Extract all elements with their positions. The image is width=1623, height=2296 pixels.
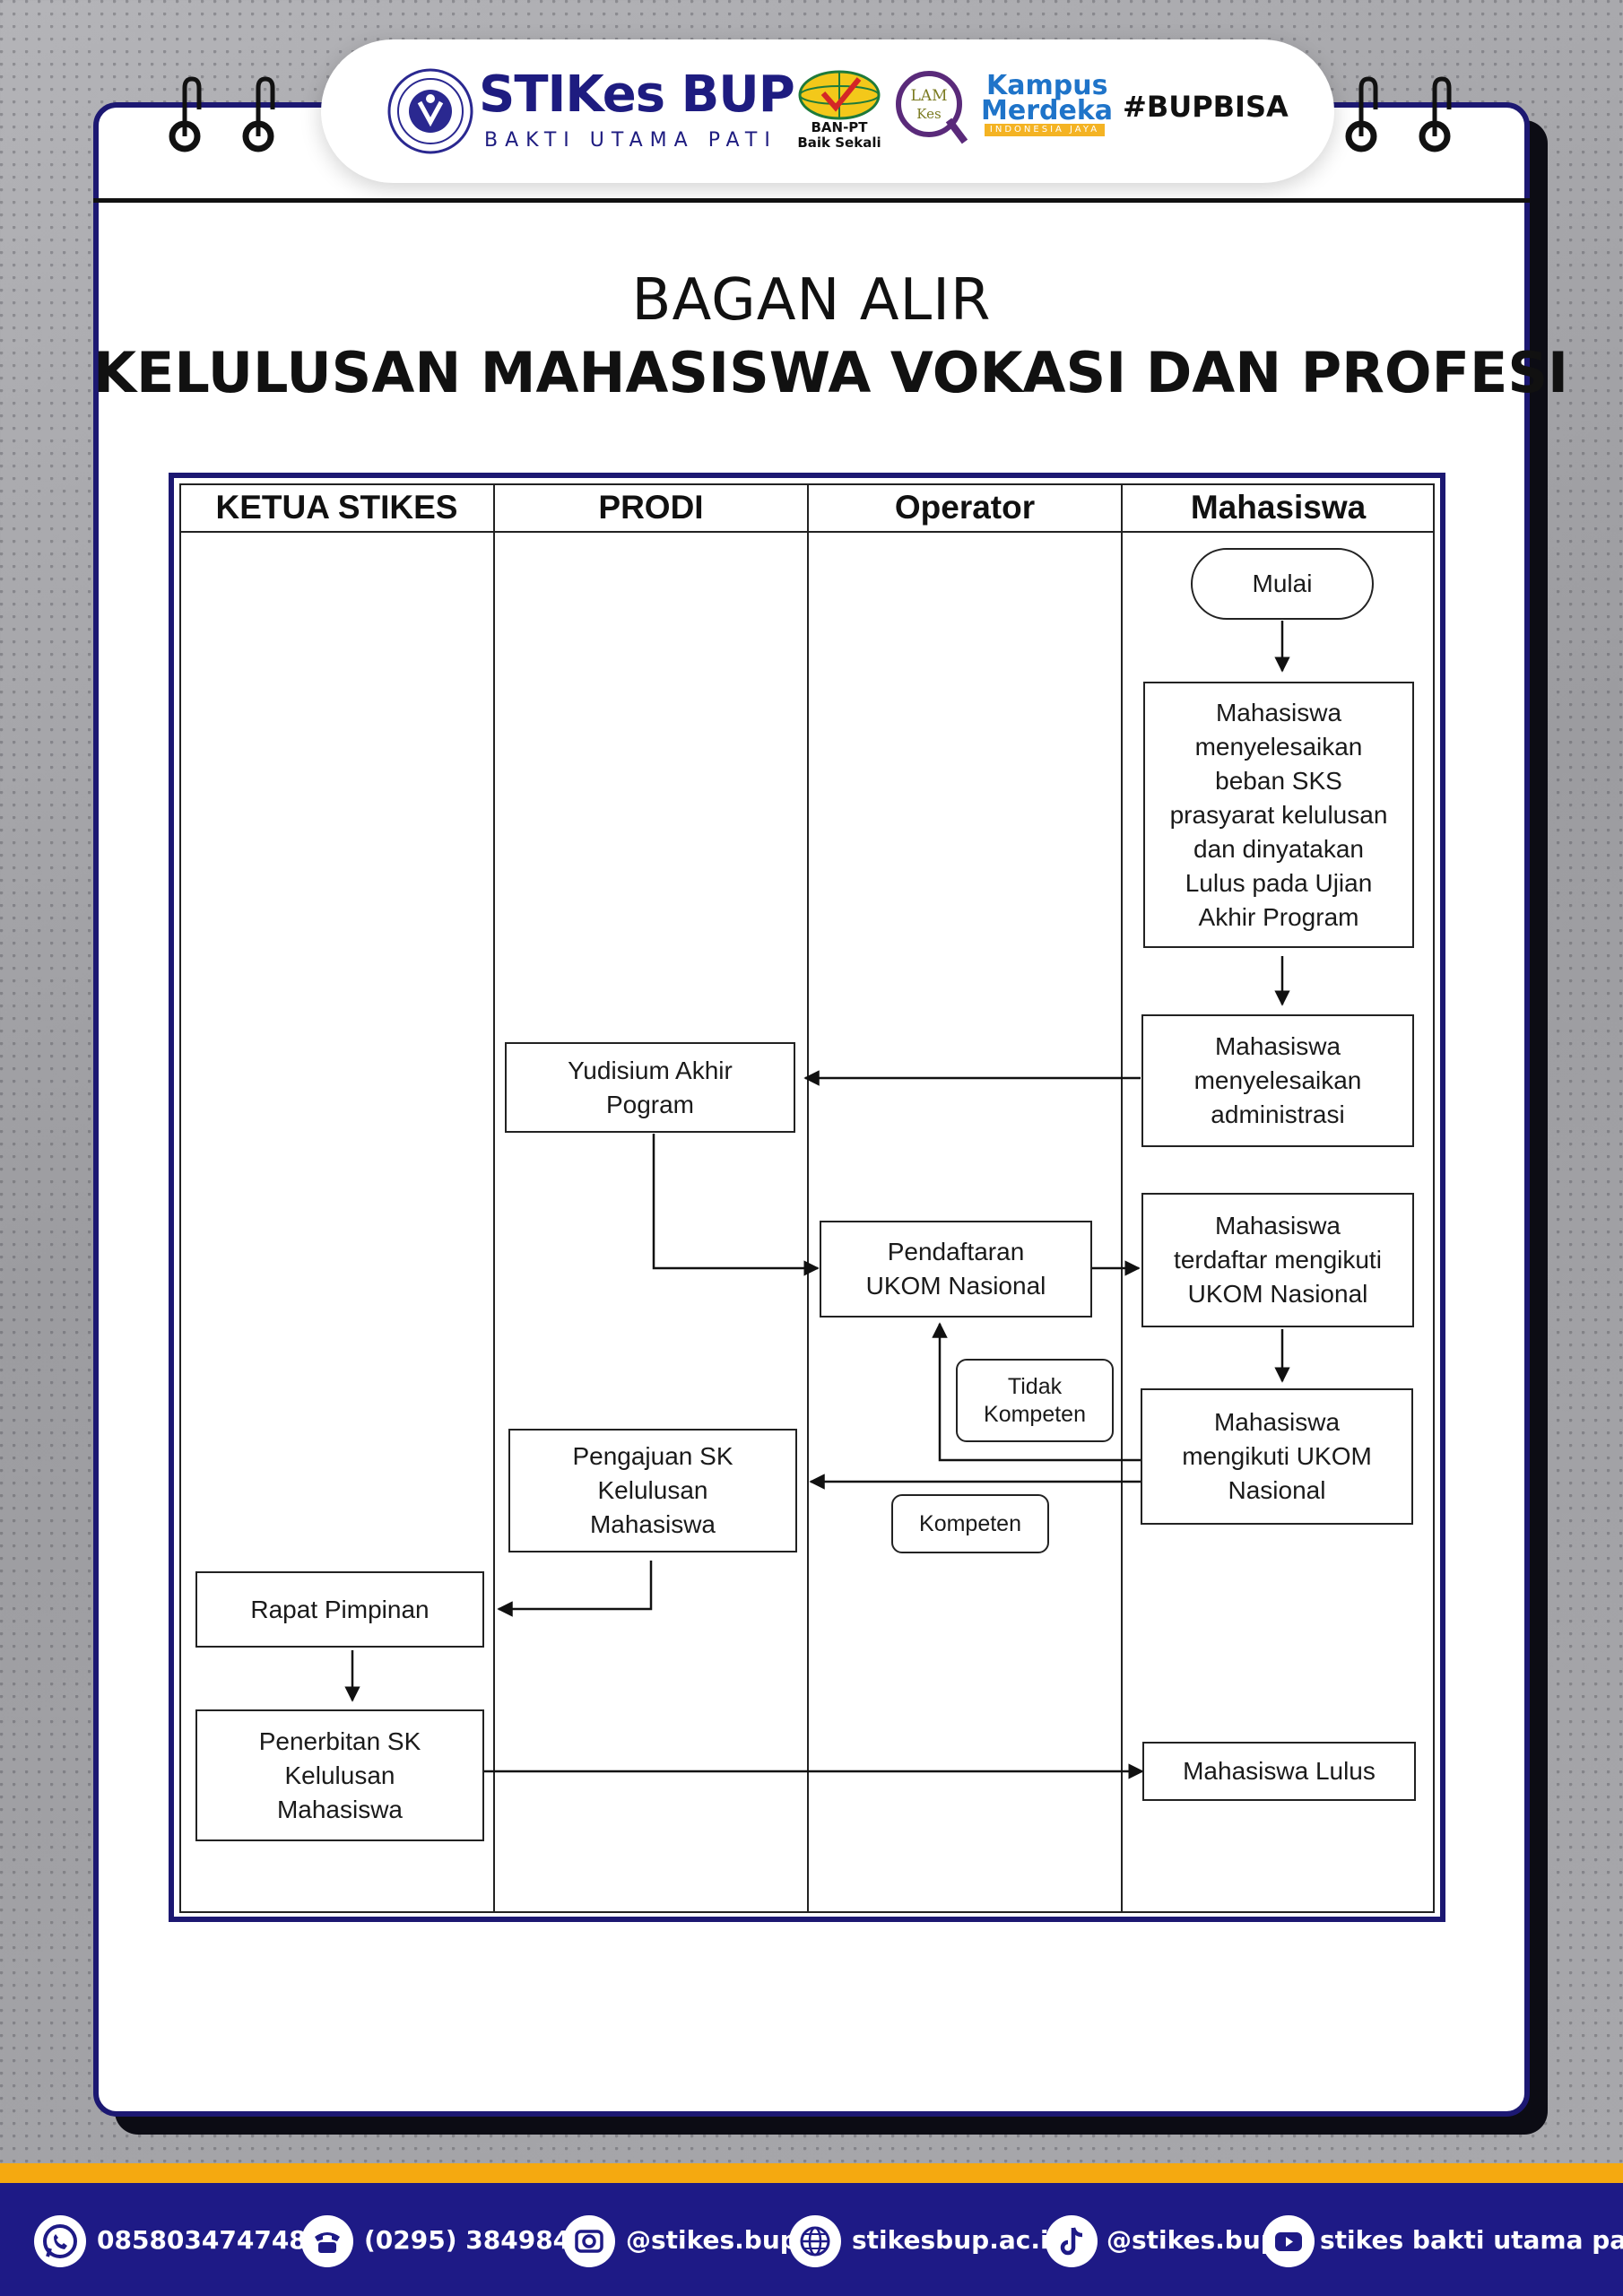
node-rapat-pimpinan: Rapat Pimpinan: [195, 1571, 484, 1648]
node-line: Mulai: [1252, 570, 1313, 597]
node-tidak-kompeten: Tidak Kompeten: [956, 1359, 1114, 1442]
banpt-globe-icon: [798, 70, 881, 120]
svg-text:LAM: LAM: [911, 87, 948, 105]
lane-header-operator: Operator: [894, 489, 1036, 526]
footer-phone[interactable]: (0295) 384984: [364, 2225, 571, 2255]
node-line: mengikuti UKOM: [1182, 1442, 1372, 1470]
banpt-name: BAN-PT: [811, 119, 868, 135]
footer-whatsapp[interactable]: 085803474748: [97, 2225, 307, 2255]
node-line: Kelulusan: [597, 1476, 708, 1504]
lane-header-prodi: PRODI: [598, 489, 704, 526]
node-mulai: Mulai: [1191, 548, 1374, 620]
node-kompeten: Kompeten: [891, 1494, 1049, 1553]
node-line: Kompeten: [919, 1510, 1021, 1536]
node-pendaftaran-ukom: Pendaftaran UKOM Nasional: [820, 1221, 1092, 1318]
node-penerbitan-sk: Penerbitan SK Kelulusan Mahasiswa: [195, 1709, 484, 1841]
hashtag: #BUPBISA: [1123, 90, 1289, 124]
node-line: dan dinyatakan: [1193, 834, 1364, 863]
lamkes-logo-icon: LAM Kes: [896, 71, 968, 144]
node-terdaftar-ukom: Mahasiswa terdaftar mengikuti UKOM Nasio…: [1141, 1193, 1414, 1327]
node-mengikuti-ukom: Mahasiswa mengikuti UKOM Nasional: [1141, 1388, 1413, 1525]
lane-header-ketua-stikes: KETUA STIKES: [215, 489, 458, 526]
node-line: Mahasiswa: [276, 1795, 404, 1823]
node-line: Lulus pada Ujian: [1185, 868, 1373, 897]
node-line: UKOM Nasional: [1187, 1280, 1368, 1308]
node-line: UKOM Nasional: [865, 1272, 1046, 1300]
footer-instagram[interactable]: @stikes.bup: [626, 2225, 798, 2255]
node-line: menyelesaikan: [1193, 1066, 1362, 1094]
node-selesai-administrasi: Mahasiswa menyelesaikan administrasi: [1141, 1014, 1414, 1147]
youtube-icon[interactable]: [1263, 2215, 1315, 2267]
node-selesai-sks: Mahasiswa menyelesaikan beban SKS prasya…: [1143, 682, 1414, 948]
node-line: Kelulusan: [284, 1761, 395, 1789]
banpt-label: BAN-PT Baik Sekali: [789, 120, 890, 151]
stikes-emblem-icon: [387, 68, 473, 154]
camera-icon[interactable]: [563, 2215, 615, 2267]
telephone-icon[interactable]: [301, 2215, 353, 2267]
node-line: Pendaftaran: [887, 1238, 1025, 1265]
svg-text:Kes: Kes: [916, 106, 941, 122]
binder-ring-icon: [1345, 76, 1378, 152]
tiktok-icon[interactable]: [1046, 2215, 1098, 2267]
lane-header-mahasiswa: Mahasiswa: [1190, 489, 1367, 526]
node-line: terdaftar mengikuti: [1174, 1246, 1382, 1274]
globe-icon[interactable]: [789, 2215, 841, 2267]
kampus-merdeka-line1: Kampus: [986, 70, 1108, 101]
node-line: Mahasiswa: [589, 1510, 716, 1538]
node-line: Pogram: [605, 1090, 695, 1118]
node-line: prasyarat kelulusan: [1169, 800, 1388, 829]
footer-accent-stripe: [0, 2163, 1623, 2183]
brand-tagline: BAKTI UTAMA PATI: [484, 129, 777, 152]
node-line: Akhir Program: [1198, 902, 1359, 931]
node-line: Mahasiswa: [1213, 1408, 1341, 1436]
binder-ring-icon: [169, 76, 202, 152]
sheet-header-rule: [93, 198, 1530, 203]
kampus-merdeka-line2: Merdeka: [981, 95, 1114, 126]
kampus-merdeka-strip: INDONESIA JAYA: [985, 124, 1105, 136]
footer-youtube[interactable]: stikes bakti utama pati: [1320, 2225, 1623, 2255]
node-line: Nasional: [1228, 1476, 1326, 1504]
binder-ring-icon: [242, 76, 275, 152]
node-line: Penerbitan SK: [258, 1726, 421, 1755]
brand-name: STIKes BUP: [479, 65, 795, 124]
footer-website[interactable]: stikesbup.ac.id: [852, 2225, 1067, 2255]
node-line: Yudisium Akhir: [568, 1056, 733, 1084]
node-mahasiswa-lulus: Mahasiswa Lulus: [1142, 1742, 1416, 1801]
node-line: Tidak: [1007, 1373, 1063, 1399]
node-line: Kompeten: [984, 1401, 1086, 1427]
arrow-pengajuan-to-rapat: [497, 1561, 653, 1617]
node-pengajuan-sk: Pengajuan SK Kelulusan Mahasiswa: [508, 1429, 797, 1552]
banpt-rating: Baik Sekali: [797, 135, 881, 151]
node-line: menyelesaikan: [1194, 732, 1363, 761]
node-line: administrasi: [1211, 1100, 1345, 1128]
node-line: Rapat Pimpinan: [250, 1595, 430, 1623]
node-line: Mahasiswa Lulus: [1183, 1757, 1376, 1785]
node-line: Pengajuan SK: [572, 1442, 733, 1470]
page-title: BAGAN ALIR: [631, 267, 992, 334]
footer-tiktok[interactable]: @stikes.bup: [1107, 2225, 1279, 2255]
page-subtitle: KELULUSAN MAHASISWA VOKASI DAN PROFESI: [93, 340, 1569, 405]
node-line: Mahasiswa: [1215, 698, 1342, 726]
flowchart-frame: [169, 473, 1445, 1922]
whatsapp-icon[interactable]: [34, 2215, 86, 2267]
arrow-yudisium-to-pendaftaran: [652, 1134, 820, 1276]
node-yudisium: Yudisium Akhir Pogram: [505, 1042, 795, 1133]
node-line: Mahasiswa: [1214, 1212, 1341, 1239]
arrow-tidak-kompeten-loop: [932, 1322, 1141, 1462]
node-line: beban SKS: [1215, 766, 1342, 795]
binder-ring-icon: [1419, 76, 1452, 152]
node-line: Mahasiswa: [1214, 1032, 1341, 1060]
